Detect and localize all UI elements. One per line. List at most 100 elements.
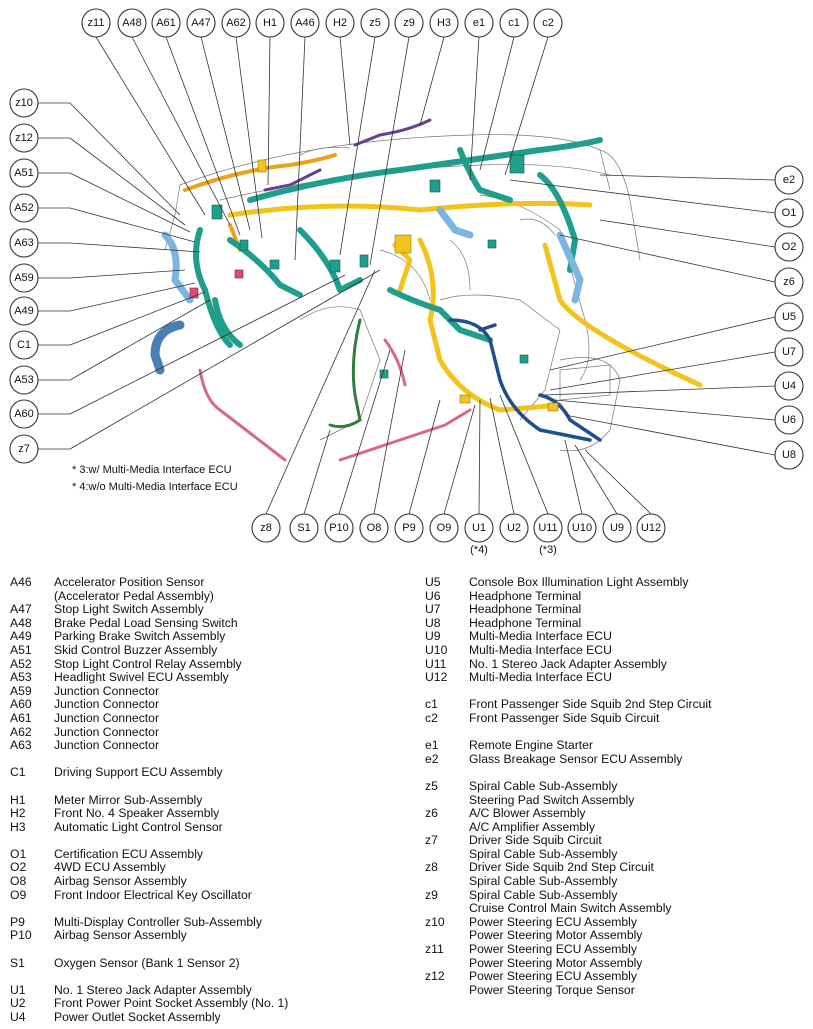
callout-z8: z8 bbox=[251, 513, 281, 543]
callout-z11: z11 bbox=[81, 8, 111, 38]
legend-code: H1 bbox=[10, 792, 26, 807]
legend-description: Front Indoor Electrical Key Oscillator bbox=[54, 887, 252, 902]
callout-circle bbox=[774, 302, 804, 332]
legend-description: Stop Light Control Relay Assembly bbox=[54, 656, 242, 671]
legend-description: Multi-Media Interface ECU bbox=[469, 670, 612, 685]
callout-circle bbox=[464, 8, 494, 38]
callout-text: A61 bbox=[156, 17, 176, 29]
callout-circle bbox=[251, 513, 281, 543]
legend-code: U8 bbox=[425, 615, 441, 630]
leader-A53-b bbox=[69, 299, 211, 381]
legend-description: Glass Breakage Sensor ECU Assembly bbox=[469, 751, 683, 766]
legend-description: Junction Connector bbox=[54, 710, 160, 725]
callout-circle bbox=[255, 8, 285, 38]
callout-circle bbox=[429, 8, 459, 38]
callout-text: O1 bbox=[782, 207, 797, 219]
callout-h1: H1 bbox=[255, 8, 285, 38]
harness-lightblue bbox=[161, 206, 584, 304]
callout-circle bbox=[533, 8, 563, 38]
callout-a59: A59 bbox=[9, 263, 39, 293]
leader-A51-b bbox=[69, 172, 191, 233]
leader-H2 bbox=[339, 36, 351, 146]
callout-circle bbox=[151, 8, 181, 38]
legend-code: U9 bbox=[425, 629, 441, 644]
legend-description: Headphone Terminal bbox=[469, 602, 582, 617]
legend-description: Junction Connector bbox=[54, 683, 160, 698]
callout-z9: z9 bbox=[394, 8, 424, 38]
leader-A63-b bbox=[69, 242, 201, 253]
harness-yellow bbox=[227, 200, 703, 413]
callout-circle bbox=[221, 8, 251, 38]
legend-description: No. 1 Stereo Jack Adapter Assembly bbox=[54, 982, 252, 997]
callout-c1: C1 bbox=[9, 330, 39, 360]
legend-description: Airbag Sensor Assembly bbox=[54, 928, 187, 943]
legend-code: U12 bbox=[425, 670, 448, 685]
callout-text: z8 bbox=[260, 522, 272, 534]
legend-code: S1 bbox=[10, 955, 25, 970]
legend-description: Spiral Cable Sub-Assembly bbox=[469, 778, 618, 793]
note-4: * 4:w/o Multi-Media Interface ECU bbox=[72, 481, 238, 493]
leader-U9 bbox=[574, 444, 618, 515]
legend-row: Spiral Cable Sub-Assembly bbox=[425, 846, 712, 862]
legend-description: A/C Blower Assembly bbox=[469, 806, 586, 821]
callout-circle bbox=[774, 405, 804, 435]
legend-spacer bbox=[425, 685, 712, 699]
legend-code: A62 bbox=[10, 724, 32, 739]
callout-circle bbox=[602, 513, 632, 543]
callout-text: A51 bbox=[14, 167, 34, 179]
callout-text: U2 bbox=[507, 522, 521, 534]
callout-o1: O1 bbox=[774, 198, 804, 228]
callout-s1: S1 bbox=[289, 513, 319, 543]
legend-spacer bbox=[10, 780, 288, 794]
callout-text: O8 bbox=[367, 522, 382, 534]
legend-description: Power Steering ECU Assembly bbox=[469, 969, 637, 984]
callout-circle bbox=[81, 8, 111, 38]
legend-description: (Accelerator Pedal Assembly) bbox=[54, 588, 214, 603]
legend-code: O1 bbox=[10, 846, 27, 861]
legend-description: Junction Connector bbox=[54, 738, 160, 753]
callout-c2: c2 bbox=[533, 8, 563, 38]
legend-spacer bbox=[425, 726, 712, 740]
callout-a62: A62 bbox=[221, 8, 251, 38]
legend-description: Multi-Media Interface ECU bbox=[469, 642, 612, 657]
harness-pink bbox=[198, 338, 472, 462]
leader-U6 bbox=[554, 399, 776, 421]
leader-H3 bbox=[419, 36, 445, 126]
legend-description: Spiral Cable Sub-Assembly bbox=[469, 846, 618, 861]
callout-h3: H3 bbox=[429, 8, 459, 38]
legend-code: O8 bbox=[10, 874, 27, 889]
legend-code: U11 bbox=[425, 656, 447, 671]
callout-circle bbox=[9, 399, 39, 429]
callout-p9: P9 bbox=[394, 513, 424, 543]
legend-code: A60 bbox=[10, 697, 32, 712]
callout-circle bbox=[9, 365, 39, 395]
callout-circle bbox=[774, 232, 804, 262]
legend-description: Spiral Cable Sub-Assembly bbox=[469, 887, 618, 902]
legend-description: Brake Pedal Load Sensing Switch bbox=[54, 615, 238, 630]
callout-text: H1 bbox=[263, 17, 277, 29]
callout-text: U12 bbox=[641, 522, 661, 534]
callout-circle bbox=[359, 513, 389, 543]
leader-lines bbox=[38, 36, 776, 515]
callout-text: A63 bbox=[14, 237, 34, 249]
callout-text: A46 bbox=[295, 17, 315, 29]
leader-A60-b bbox=[69, 274, 346, 415]
callout-text: U5 bbox=[782, 311, 796, 323]
legend-code: z12 bbox=[425, 969, 445, 984]
callout-text: A52 bbox=[14, 202, 34, 214]
callout-text: z12 bbox=[15, 132, 33, 144]
leader-S1 bbox=[303, 429, 331, 515]
legend-code: A59 bbox=[10, 683, 32, 698]
leader-O1 bbox=[509, 179, 776, 214]
